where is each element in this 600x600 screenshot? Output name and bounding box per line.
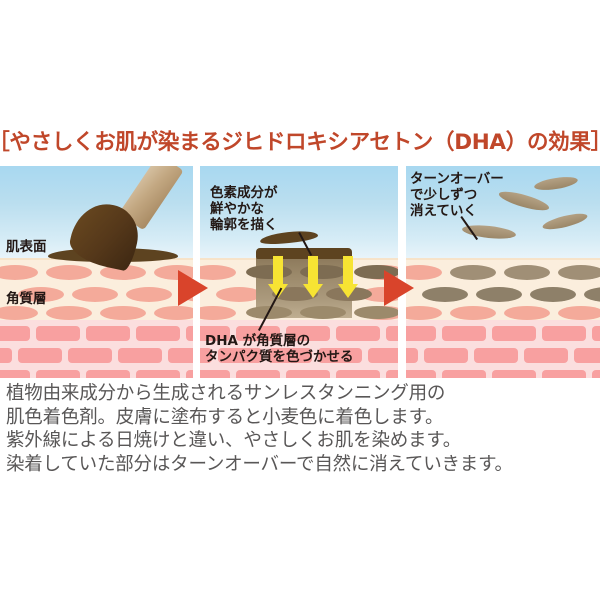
diagram [0, 166, 600, 378]
stained-corneum-region [246, 258, 398, 319]
dermis-brick [574, 348, 600, 363]
dermis-brick [336, 326, 380, 341]
description-line: 紫外線による日焼けと違い、やさしくお肌を染めます。 [6, 430, 462, 451]
dermis-brick [218, 348, 262, 363]
skin-cell [72, 287, 118, 302]
annotation-dha: DHA が角質層の タンパク質を色づかせる [205, 333, 354, 365]
dermis-brick [406, 370, 436, 378]
skin-cell [558, 306, 600, 320]
dermis-brick [406, 348, 418, 363]
dermis-brick [286, 370, 330, 378]
dermis-brick [442, 326, 486, 341]
dermis-brick [474, 348, 518, 363]
stained-cell [584, 287, 600, 302]
dermis-brick [0, 370, 30, 378]
page-title: ［やさしくお肌が染まるジヒドロキシアセトン（DHA）の効果］ [0, 118, 600, 162]
dermis-brick [200, 348, 212, 363]
skin-cell [450, 306, 496, 320]
diagram-panel-stain [200, 166, 398, 378]
dermis-brick [136, 326, 180, 341]
dermis-brick [286, 326, 330, 341]
skin-cell [0, 306, 38, 320]
dermis-brick [336, 370, 380, 378]
diagram-panel-fade [406, 166, 600, 378]
dermis-brick [492, 370, 536, 378]
description-line: 植物由来成分から生成されるサンレスタンニング用の [6, 383, 446, 404]
skin-cell [406, 306, 442, 320]
right-triangle-icon [384, 270, 414, 306]
stained-cell [422, 287, 468, 302]
dermis-brick [368, 348, 398, 363]
dermis-brick [36, 370, 80, 378]
dermis-brick [386, 370, 398, 378]
dermis-brick [18, 348, 62, 363]
dermis-brick [542, 370, 586, 378]
annotation-turnover: ターンオーバー で少しずつ 消えていく [410, 171, 504, 219]
sky-background [200, 166, 398, 258]
dermis-brick [200, 370, 230, 378]
skin-cell [126, 287, 172, 302]
dermis-brick [168, 348, 193, 363]
dermis-brick [442, 370, 486, 378]
skin-cell [406, 265, 442, 280]
skin-cell [0, 265, 38, 280]
stained-cell [558, 265, 600, 280]
skin-cell [200, 306, 236, 320]
skin-cell [200, 265, 236, 280]
stained-cell [450, 265, 496, 280]
label-stratum-corneum: 角質層 [6, 291, 47, 307]
skin-cell [504, 306, 550, 320]
stained-cell [354, 306, 398, 319]
dermis-brick [268, 348, 312, 363]
dermis-brick [542, 326, 586, 341]
stained-cell [530, 287, 576, 302]
skin-cell [46, 265, 92, 280]
skin-cell [100, 265, 146, 280]
description-paragraph: 植物由来成分から生成されるサンレスタンニング用の 肌色着色剤。皮膚に塗布すると小… [6, 382, 600, 476]
page-title-text: ［やさしくお肌が染まるジヒドロキシアセトン（DHA）の効果］ [0, 129, 600, 155]
dermis-brick [592, 370, 600, 378]
description-line: 肌色着色剤。皮膚に塗布すると小麦色に着色します。 [6, 406, 444, 428]
dermis-brick [0, 348, 12, 363]
dermis-brick [524, 348, 568, 363]
dermis-brick [36, 326, 80, 341]
dermis-brick [592, 326, 600, 341]
label-skin-surface: 肌表面 [6, 239, 47, 255]
dermis-brick [86, 326, 130, 341]
diagram-panel-apply [0, 166, 193, 378]
surface-stain [256, 248, 352, 259]
skin-cell [216, 287, 262, 302]
dermis-brick [86, 370, 130, 378]
dermis-brick [236, 326, 280, 341]
dermis-brick [136, 370, 180, 378]
skin-cell [100, 306, 146, 320]
dermis-brick [236, 370, 280, 378]
dermis-brick [186, 370, 193, 378]
dermis-brick [118, 348, 162, 363]
skin-cell [154, 306, 193, 320]
dermis-brick [424, 348, 468, 363]
annotation-pigment-outline: 色素成分が 鮮やかな 輪郭を描く [210, 185, 278, 233]
description-line: 染着していた部分はターンオーバーで自然に消えていきます。 [6, 453, 513, 475]
dermis-brick [200, 326, 230, 341]
dermis-brick [492, 326, 536, 341]
skin-cell [18, 287, 64, 302]
stained-cell [246, 265, 292, 279]
right-triangle-icon [178, 270, 208, 306]
skin-cell [46, 306, 92, 320]
stained-cell [300, 265, 346, 279]
skin-surface-line [406, 258, 600, 260]
dermis-brick [0, 326, 30, 341]
dermis-brick [186, 326, 193, 341]
stained-cell [476, 287, 522, 302]
dermis-brick [386, 326, 398, 341]
dermis-brick [68, 348, 112, 363]
dermis-brick [318, 348, 362, 363]
stained-cell [300, 306, 346, 319]
dermis-brick [406, 326, 436, 341]
stained-cell [504, 265, 550, 280]
